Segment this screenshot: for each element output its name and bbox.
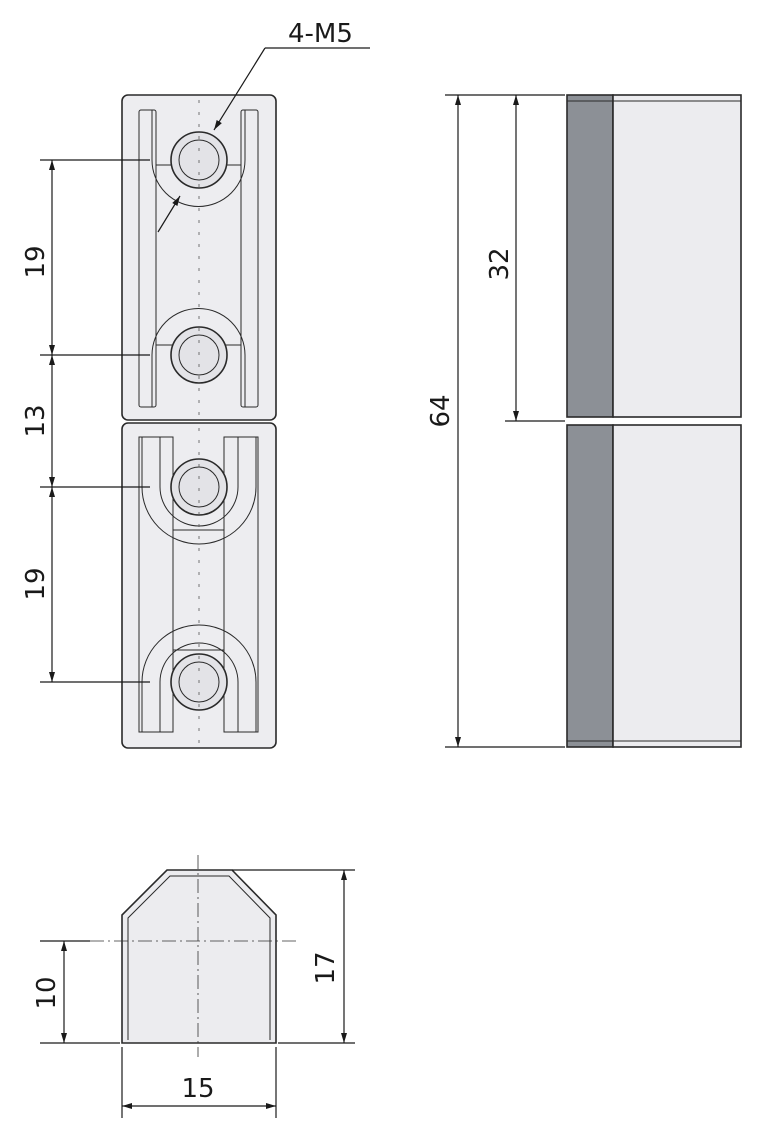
dim-64: 64 bbox=[426, 394, 456, 427]
dim-19-bottom: 19 bbox=[21, 567, 51, 600]
hole-3 bbox=[170, 458, 228, 516]
dim-17: 17 bbox=[311, 951, 341, 984]
dim-15: 15 bbox=[181, 1074, 214, 1104]
dim-19-top: 19 bbox=[21, 245, 51, 278]
front-vertical-dimensions: 19 13 19 bbox=[21, 159, 150, 683]
side-view: 64 32 bbox=[426, 94, 742, 748]
dim-10: 10 bbox=[32, 976, 62, 1009]
dim-13: 13 bbox=[21, 404, 51, 437]
thread-callout: 4-M5 bbox=[157, 19, 370, 233]
end-view: 17 10 15 bbox=[32, 855, 355, 1118]
dim-32: 32 bbox=[485, 247, 515, 280]
thread-callout-label: 4-M5 bbox=[288, 19, 353, 49]
lower-leaf bbox=[121, 422, 277, 749]
front-view: 4-M5 19 13 19 bbox=[21, 19, 370, 749]
upper-leaf bbox=[121, 94, 277, 421]
